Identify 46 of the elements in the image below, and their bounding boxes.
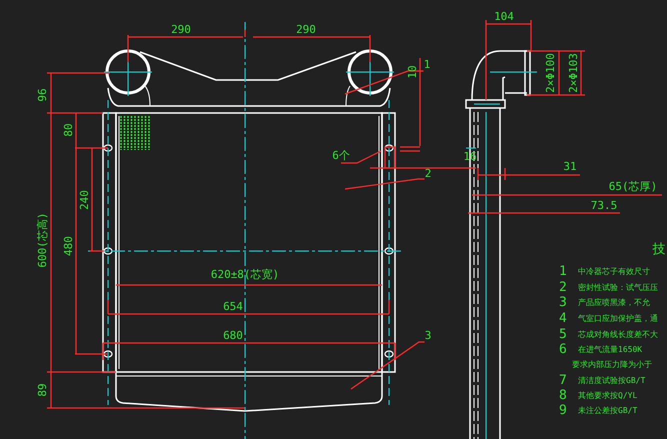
note-number: 5 — [559, 329, 567, 341]
note-text: 在进气流量1650K — [578, 344, 642, 356]
note-number: 1 — [559, 266, 567, 278]
dimension-text: 89 — [37, 383, 49, 397]
dimension-text: 290 — [171, 24, 191, 36]
dimension-text: 2×Φ100 — [545, 53, 557, 93]
dimension-text: 80 — [63, 123, 75, 137]
note-text: 密封性试验：试气压压 — [578, 282, 658, 294]
note-text: 清洁度试验按GB/T — [578, 375, 646, 387]
note-text: 产品应喷黑漆，不允 — [578, 297, 650, 309]
dimension-text: 600(芯高) — [37, 212, 49, 268]
note-number: 3 — [559, 297, 567, 309]
note-number: 4 — [559, 313, 567, 325]
dimension-text: 480 — [63, 236, 75, 256]
dimension-text: 290 — [296, 24, 316, 36]
note-number: 9 — [559, 405, 567, 417]
dimension-text: 654 — [223, 301, 243, 313]
leader-line — [350, 341, 424, 390]
callout-number: 2 — [424, 168, 432, 180]
note-text: 中冷器芯子有效尺寸 — [578, 266, 650, 278]
dimension-text: 96 — [37, 88, 49, 102]
leader-line — [341, 150, 382, 164]
dimension-text: 680 — [223, 330, 243, 342]
dimension-text: 2×Φ103 — [568, 53, 580, 93]
note-text: 未注公差按GB/T — [578, 405, 638, 417]
note-text: 要求内部压力降为小于 — [572, 359, 652, 371]
dimension-text: 620±8(芯宽) — [210, 269, 280, 281]
dimension-text: 104 — [494, 11, 514, 23]
dimension-text: 31 — [563, 161, 577, 173]
note-text: 芯成对角线长度差不大 — [578, 329, 658, 341]
callout-number: 3 — [424, 330, 432, 342]
note-number: 8 — [559, 390, 567, 402]
note-text: 气室口应加保护盖，通 — [578, 313, 658, 325]
leader-line — [344, 70, 424, 95]
dimension-text: 73.5 — [590, 200, 618, 212]
note-number: 7 — [559, 375, 567, 387]
dimension-text: 65(芯厚) — [608, 181, 658, 193]
callout-number: 1 — [424, 59, 430, 71]
note-number: 2 — [559, 282, 567, 294]
dimension-text: 10 — [407, 65, 419, 79]
note-number: 6 — [559, 344, 567, 356]
note-text: 其他要求按Q/YL — [578, 390, 638, 402]
callout-number: 6个 — [332, 150, 350, 162]
heading-text: 技 — [652, 244, 666, 256]
leader-line — [344, 178, 424, 190]
dimension-text: 240 — [79, 190, 91, 210]
